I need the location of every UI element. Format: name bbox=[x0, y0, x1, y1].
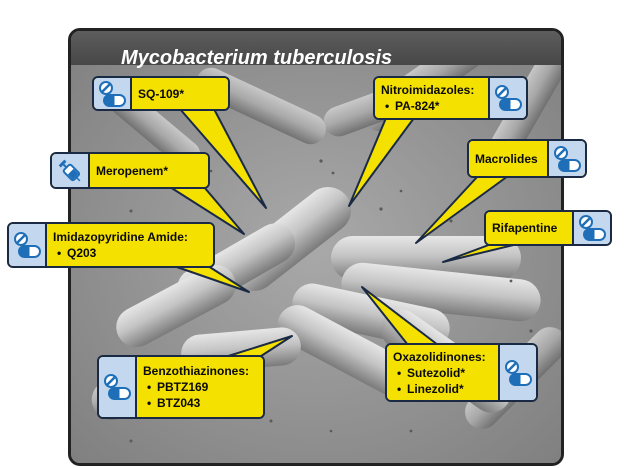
drug-icon-panel bbox=[94, 78, 132, 109]
callout-label: SQ-109* bbox=[132, 78, 228, 109]
drug-icon-panel bbox=[547, 141, 585, 176]
drug-icon-panel bbox=[9, 224, 47, 266]
callout-nitro: Nitroimidazoles:PA-824* bbox=[373, 76, 528, 120]
callout-mero: Meropenem* bbox=[50, 152, 210, 189]
drug-list-item: Q203 bbox=[53, 245, 207, 261]
callout-label: Nitroimidazoles:PA-824* bbox=[375, 78, 488, 118]
figure-title: Mycobacterium tuberculosis bbox=[121, 47, 393, 69]
pill-capsule-icon bbox=[104, 374, 131, 400]
drug-class-name: Benzothiazinones: bbox=[143, 364, 250, 378]
syringe-icon bbox=[58, 159, 81, 181]
drug-class-name: SQ-109* bbox=[138, 86, 185, 101]
callout-label: Rifapentine bbox=[486, 212, 572, 244]
drug-class-name: Oxazolidinones: bbox=[393, 349, 486, 364]
drug-icon-panel bbox=[99, 357, 137, 417]
pill-capsule-icon bbox=[99, 80, 126, 107]
drug-list: Sutezolid*Linezolid* bbox=[393, 365, 492, 397]
pill-capsule-icon bbox=[14, 232, 41, 258]
title-bar bbox=[71, 31, 561, 65]
drug-class-name: Rifapentine bbox=[492, 221, 558, 235]
callout-benz: Benzothiazinones:PBTZ169BTZ043 bbox=[97, 355, 265, 419]
pill-capsule-icon bbox=[554, 145, 581, 172]
pill-capsule-icon bbox=[579, 215, 606, 241]
drug-class-name: Imidazopyridine Amide: bbox=[53, 230, 188, 244]
drug-icon-panel bbox=[52, 154, 90, 187]
drug-icon-panel bbox=[498, 345, 536, 400]
pill-capsule-icon bbox=[495, 85, 522, 111]
drug-list-item: BTZ043 bbox=[143, 395, 257, 411]
callout-imid: Imidazopyridine Amide:Q203 bbox=[7, 222, 215, 268]
drug-class-name: Macrolides bbox=[475, 151, 538, 166]
callout-oxaz: Oxazolidinones:Sutezolid*Linezolid* bbox=[385, 343, 538, 402]
drug-list: PA-824* bbox=[381, 98, 482, 114]
callout-label: Benzothiazinones:PBTZ169BTZ043 bbox=[137, 357, 263, 417]
pill-capsule-icon bbox=[505, 359, 532, 386]
drug-icon-panel bbox=[572, 212, 610, 244]
callout-rifa: Rifapentine bbox=[484, 210, 612, 246]
drug-class-name: Meropenem* bbox=[96, 163, 169, 178]
drug-list-item: Linezolid* bbox=[393, 381, 492, 397]
drug-list-item: Sutezolid* bbox=[393, 365, 492, 381]
drug-list-item: PBTZ169 bbox=[143, 379, 257, 395]
drug-icon-panel bbox=[488, 78, 526, 118]
callout-label: Macrolides bbox=[469, 141, 547, 176]
callout-macro: Macrolides bbox=[467, 139, 587, 178]
callout-label: Meropenem* bbox=[90, 154, 208, 187]
callout-sq109: SQ-109* bbox=[92, 76, 230, 111]
drug-list: PBTZ169BTZ043 bbox=[143, 379, 257, 411]
drug-list: Q203 bbox=[53, 245, 207, 261]
callout-label: Imidazopyridine Amide:Q203 bbox=[47, 224, 213, 266]
drug-list-item: PA-824* bbox=[381, 98, 482, 114]
callout-label: Oxazolidinones:Sutezolid*Linezolid* bbox=[387, 345, 498, 400]
drug-class-name: Nitroimidazoles: bbox=[381, 83, 475, 97]
